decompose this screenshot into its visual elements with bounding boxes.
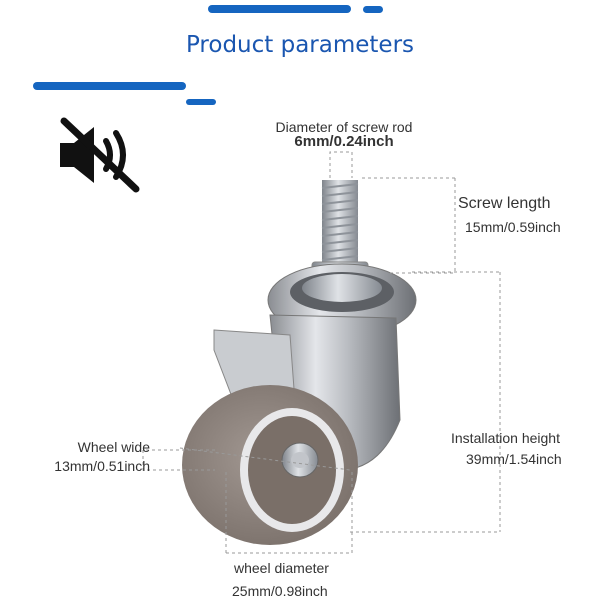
page-title: Product parameters bbox=[185, 32, 415, 58]
wheel-diameter-value: 25mm/0.98inch bbox=[232, 583, 328, 599]
speaker-muted-icon[interactable] bbox=[50, 115, 150, 195]
wheel-width-label: Wheel wide bbox=[77, 439, 150, 455]
screw-length-value: 15mm/0.59inch bbox=[465, 219, 561, 235]
install-height-label: Installation height bbox=[451, 430, 560, 446]
screw-length-label: Screw length bbox=[458, 195, 551, 212]
wheel-width-value: 13mm/0.51inch bbox=[54, 458, 150, 474]
top-accent-bar-long bbox=[208, 5, 351, 13]
wheel-diameter-label: wheel diameter bbox=[234, 560, 329, 576]
screw-diameter-value: 6mm/0.24inch bbox=[294, 133, 394, 150]
mid-accent-bar-short bbox=[186, 99, 216, 105]
screw-diameter-label: Diameter of screw rod bbox=[275, 119, 413, 135]
top-accent-bar-short bbox=[363, 6, 383, 13]
install-height-value: 39mm/1.54inch bbox=[466, 451, 562, 467]
mid-accent-bar-long bbox=[33, 82, 186, 90]
